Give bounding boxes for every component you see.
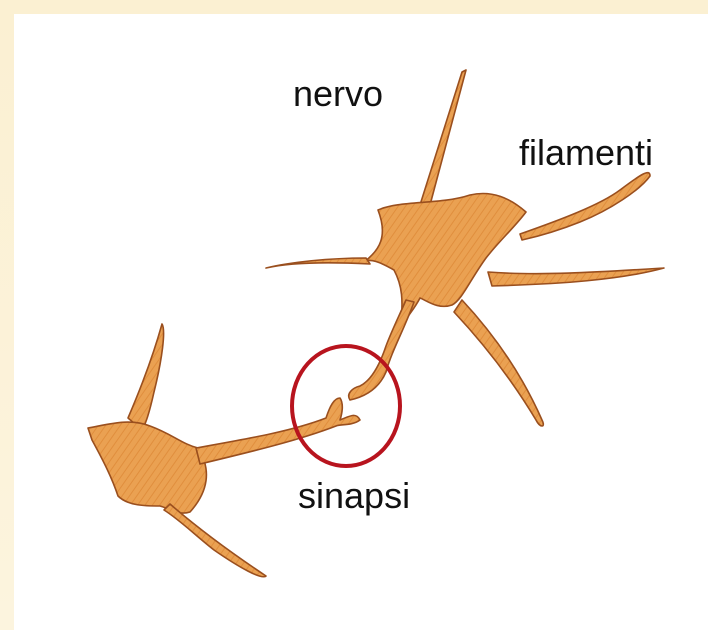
upper-neuron-filament-top <box>520 173 650 240</box>
upper-neuron-filament-middle <box>488 268 664 286</box>
lower-neuron-axon <box>196 398 360 464</box>
upper-neuron <box>266 70 664 426</box>
upper-neuron-left-filament <box>266 258 370 268</box>
upper-neuron-nerve-process <box>420 70 466 205</box>
upper-neuron-filament-lower <box>454 300 543 426</box>
lower-neuron-tail <box>164 504 266 577</box>
label-synapse: sinapsi <box>298 478 410 514</box>
label-nerve: nervo <box>293 76 383 112</box>
upper-neuron-cell-body <box>364 194 526 330</box>
lower-neuron-cell-body <box>88 422 206 513</box>
synapse-highlight-circle <box>292 346 400 466</box>
lower-neuron <box>88 324 360 577</box>
lower-neuron-top-process <box>128 324 164 430</box>
upper-neuron-axon <box>349 300 414 400</box>
label-filaments: filamenti <box>519 135 653 171</box>
